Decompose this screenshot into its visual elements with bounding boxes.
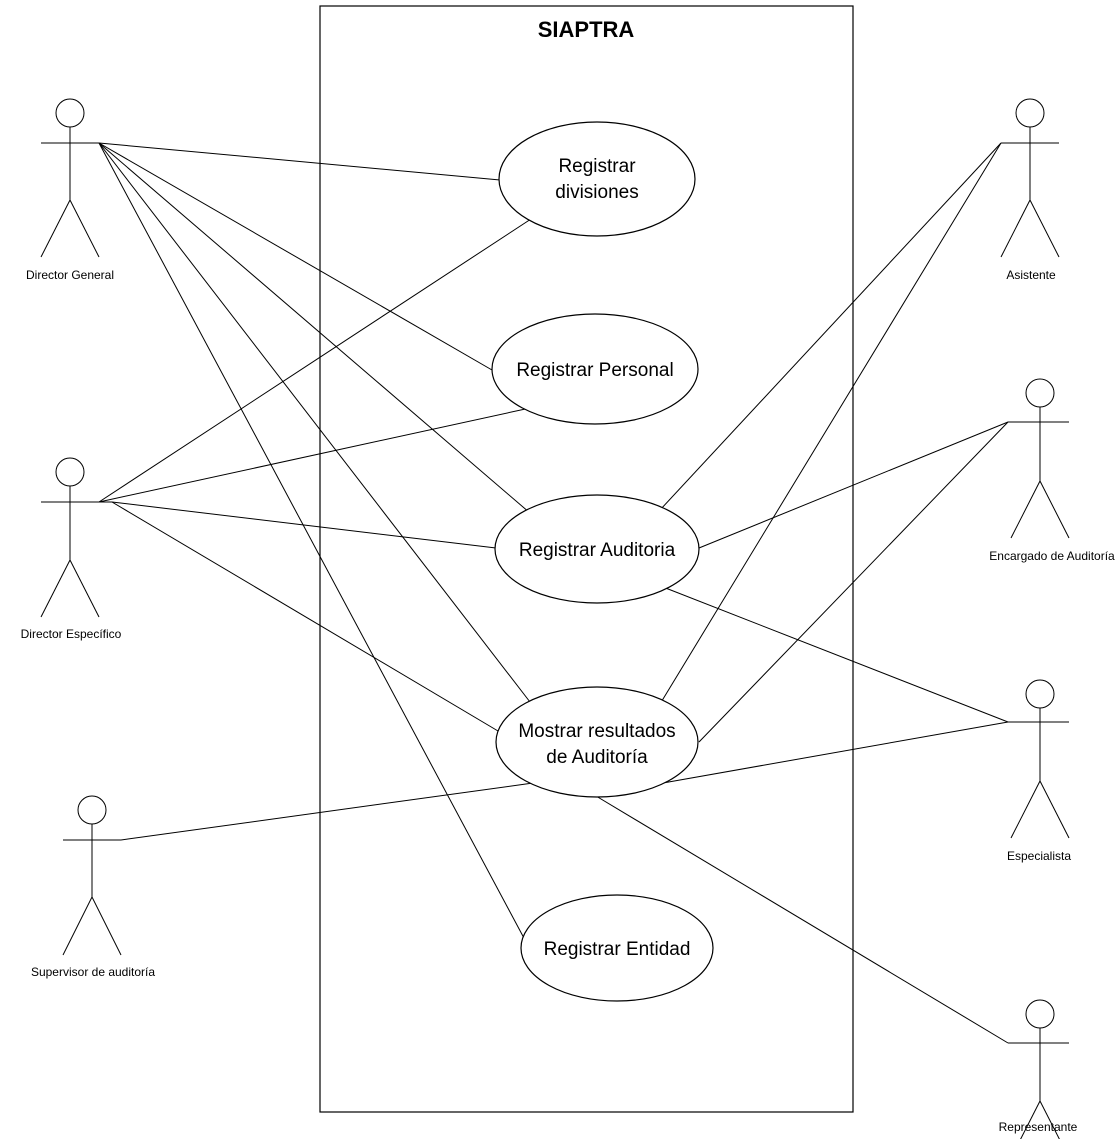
stick-figure-icon bbox=[62, 795, 122, 956]
actor-label: Representante bbox=[999, 1120, 1078, 1134]
use-case-registrar-divisiones[interactable]: Registrar divisiones bbox=[498, 121, 696, 237]
use-case-registrar-entidad[interactable]: Registrar Entidad bbox=[520, 894, 714, 1002]
actor-label: Supervisor de auditoría bbox=[31, 965, 155, 979]
assoc-director-general-registrar-entidad bbox=[98, 142, 526, 941]
assoc-especialista-mostrar-resultados bbox=[662, 721, 1009, 784]
stick-figure-icon bbox=[40, 98, 100, 258]
actor-label: Director Específico bbox=[21, 627, 122, 641]
use-case-label: de Auditoría bbox=[546, 747, 648, 768]
system-title: SIAPTRA bbox=[538, 17, 635, 42]
assoc-director-general-registrar-personal bbox=[98, 142, 493, 371]
use-case-registrar-auditoria[interactable]: Registrar Auditoria bbox=[494, 494, 700, 604]
actor-asistente[interactable]: Asistente bbox=[1000, 98, 1060, 282]
assoc-director-especifico-mostrar-resultados bbox=[111, 501, 499, 732]
assoc-especialista-registrar-auditoria bbox=[662, 586, 1009, 723]
use-case-label: divisiones bbox=[555, 182, 638, 203]
assoc-asistente-mostrar-resultados bbox=[659, 142, 1002, 705]
stick-figure-icon bbox=[1008, 999, 1069, 1139]
associations-group bbox=[98, 142, 1009, 1044]
stick-figure-icon bbox=[40, 457, 112, 618]
use-case-ellipse bbox=[495, 686, 699, 798]
stick-figure-icon bbox=[1000, 98, 1060, 258]
use-case-label: Mostrar resultados bbox=[518, 721, 675, 742]
use-case-ellipse bbox=[491, 313, 699, 425]
actor-encargado-auditoria[interactable]: Encargado de Auditoría bbox=[989, 378, 1115, 563]
stick-figure-icon bbox=[1008, 679, 1070, 839]
system-boundary bbox=[319, 5, 854, 1113]
use-case-label: Registrar Personal bbox=[516, 360, 673, 381]
use-case-ellipse bbox=[494, 494, 700, 604]
actor-label: Director General bbox=[26, 268, 114, 282]
assoc-asistente-registrar-auditoria bbox=[659, 142, 1002, 511]
use-case-registrar-personal[interactable]: Registrar Personal bbox=[491, 313, 699, 425]
use-case-ellipse bbox=[520, 894, 714, 1002]
assoc-director-especifico-registrar-personal bbox=[98, 407, 531, 503]
use-case-ellipse bbox=[498, 121, 696, 237]
actor-label: Encargado de Auditoría bbox=[989, 549, 1115, 563]
actor-label: Asistente bbox=[1006, 268, 1056, 282]
use-case-label: Registrar Auditoria bbox=[519, 540, 676, 561]
actor-label: Especialista bbox=[1007, 849, 1071, 863]
actor-representante[interactable]: Representante bbox=[999, 999, 1078, 1139]
assoc-representante-mostrar-resultados bbox=[595, 795, 1009, 1044]
assoc-supervisor-mostrar-resultados bbox=[120, 782, 534, 841]
use-case-mostrar-resultados[interactable]: Mostrar resultados de Auditoría bbox=[495, 686, 699, 798]
use-case-label: Registrar Entidad bbox=[544, 939, 691, 960]
stick-figure-icon bbox=[1008, 378, 1070, 539]
assoc-director-general-registrar-auditoria bbox=[98, 142, 531, 514]
actor-director-general[interactable]: Director General bbox=[26, 98, 114, 282]
assoc-director-general-mostrar-resultados bbox=[98, 142, 531, 703]
assoc-director-especifico-registrar-divisiones bbox=[98, 218, 532, 503]
assoc-encargado-mostrar-resultados bbox=[698, 421, 1009, 743]
assoc-director-general-registrar-divisiones bbox=[98, 142, 501, 181]
actor-especialista[interactable]: Especialista bbox=[1007, 679, 1071, 863]
assoc-director-especifico-registrar-auditoria bbox=[111, 501, 497, 549]
assoc-encargado-registrar-auditoria bbox=[698, 421, 1009, 549]
actor-supervisor-auditoria[interactable]: Supervisor de auditoría bbox=[31, 795, 155, 979]
use-case-label: Registrar bbox=[558, 156, 636, 177]
actor-director-especifico[interactable]: Director Específico bbox=[21, 457, 122, 641]
